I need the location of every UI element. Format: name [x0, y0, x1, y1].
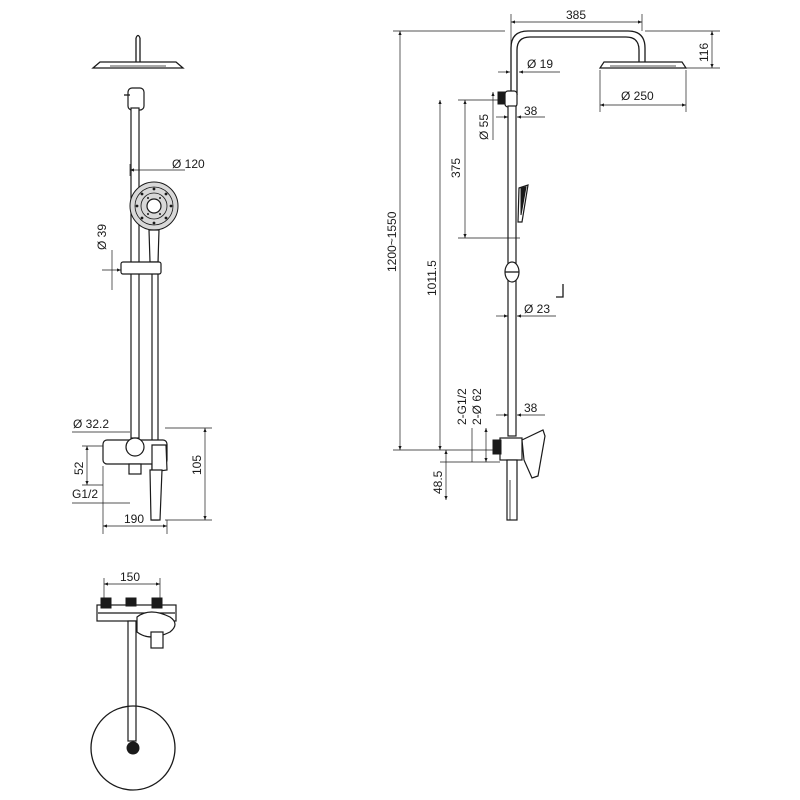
top-diverter — [150, 631, 164, 649]
label-2g12: 2-G1/2 — [455, 388, 469, 425]
label-1011-5: 1011.5 — [425, 260, 439, 296]
top-handle — [136, 611, 176, 638]
label-385: 385 — [566, 8, 586, 22]
dim-head-diameter-250: Ø 250 — [599, 70, 687, 112]
joint-knob-side — [497, 91, 506, 105]
top-rain-head — [90, 705, 176, 791]
top-riser — [127, 620, 137, 742]
label-23: Ø 23 — [524, 302, 550, 316]
label-62: 2-Ø 62 — [470, 388, 484, 425]
dim-total-height: 1200~1550 — [385, 30, 505, 451]
dim-width-190: 190 — [102, 466, 168, 534]
label-375: 375 — [449, 158, 463, 178]
label-g12: G1/2 — [72, 487, 98, 501]
slider-holder-front — [120, 261, 162, 275]
dim-hand-shower-diameter: Ø 120 — [129, 157, 205, 176]
label-1200-1550: 1200~1550 — [385, 211, 399, 272]
dim-diameter-62: 2-Ø 62 — [470, 388, 488, 462]
arm-joint-side — [504, 90, 518, 108]
dim-1011-5: 1011.5 — [425, 100, 442, 450]
front-view: Ø 120 Ø 39 Ø 32.2 52 G1/2 — [72, 34, 212, 534]
dim-reach-385: 385 — [510, 8, 643, 46]
dim-slider-diameter: Ø 39 — [95, 224, 121, 290]
dim-38-lower: 38 — [496, 401, 545, 417]
top-right-eccentric — [151, 597, 163, 609]
dim-arm-diameter-19: Ø 19 — [498, 57, 560, 74]
dim-head-height-116: 116 — [645, 30, 720, 69]
dim-38-upper: 38 — [496, 104, 545, 119]
dim-height-105: 105 — [165, 427, 212, 521]
label-105: 105 — [190, 455, 204, 475]
shower-arm-side — [510, 30, 646, 95]
label-38-upper: 38 — [524, 104, 538, 118]
dim-height-52: 52 — [72, 445, 103, 486]
label-52: 52 — [72, 461, 86, 475]
label-19: Ø 19 — [527, 57, 553, 71]
label-48-5: 48.5 — [431, 470, 445, 494]
top-view: 150 — [90, 570, 177, 791]
dim-thread: G1/2 — [72, 487, 130, 504]
top-left-eccentric — [100, 597, 112, 609]
top-center-outlet — [125, 597, 137, 607]
rain-head-side — [598, 61, 688, 69]
top-rain-head-center — [126, 741, 140, 755]
label-250: Ø 250 — [621, 89, 654, 103]
dim-width-150: 150 — [103, 570, 161, 600]
label-116: 116 — [697, 43, 711, 62]
dim-pipe-diameter-23: Ø 23 — [496, 302, 556, 318]
dim-375: 375 — [449, 99, 520, 239]
hook-side — [556, 284, 564, 298]
label-190: 190 — [124, 512, 144, 526]
label-38-lower: 38 — [524, 401, 538, 415]
label-55: Ø 55 — [477, 114, 491, 140]
dim-diameter-55: Ø 55 — [477, 92, 495, 140]
dim-inlet-diameter: Ø 32.2 — [72, 417, 130, 433]
label-120: Ø 120 — [172, 157, 205, 171]
side-view: 385 116 Ø 19 Ø 250 38 — [385, 8, 720, 521]
arm-joint-front — [127, 87, 145, 111]
dim-48-5: 48.5 — [431, 450, 500, 500]
mixer-side — [492, 429, 546, 521]
mixer-front — [102, 437, 168, 521]
dim-thread-2g: 2-G1/2 — [455, 388, 473, 462]
label-32-2: Ø 32.2 — [73, 417, 109, 431]
rain-head-front — [91, 34, 185, 69]
label-39: Ø 39 — [95, 224, 109, 250]
label-150: 150 — [120, 570, 140, 584]
hand-shower-front — [129, 181, 179, 263]
